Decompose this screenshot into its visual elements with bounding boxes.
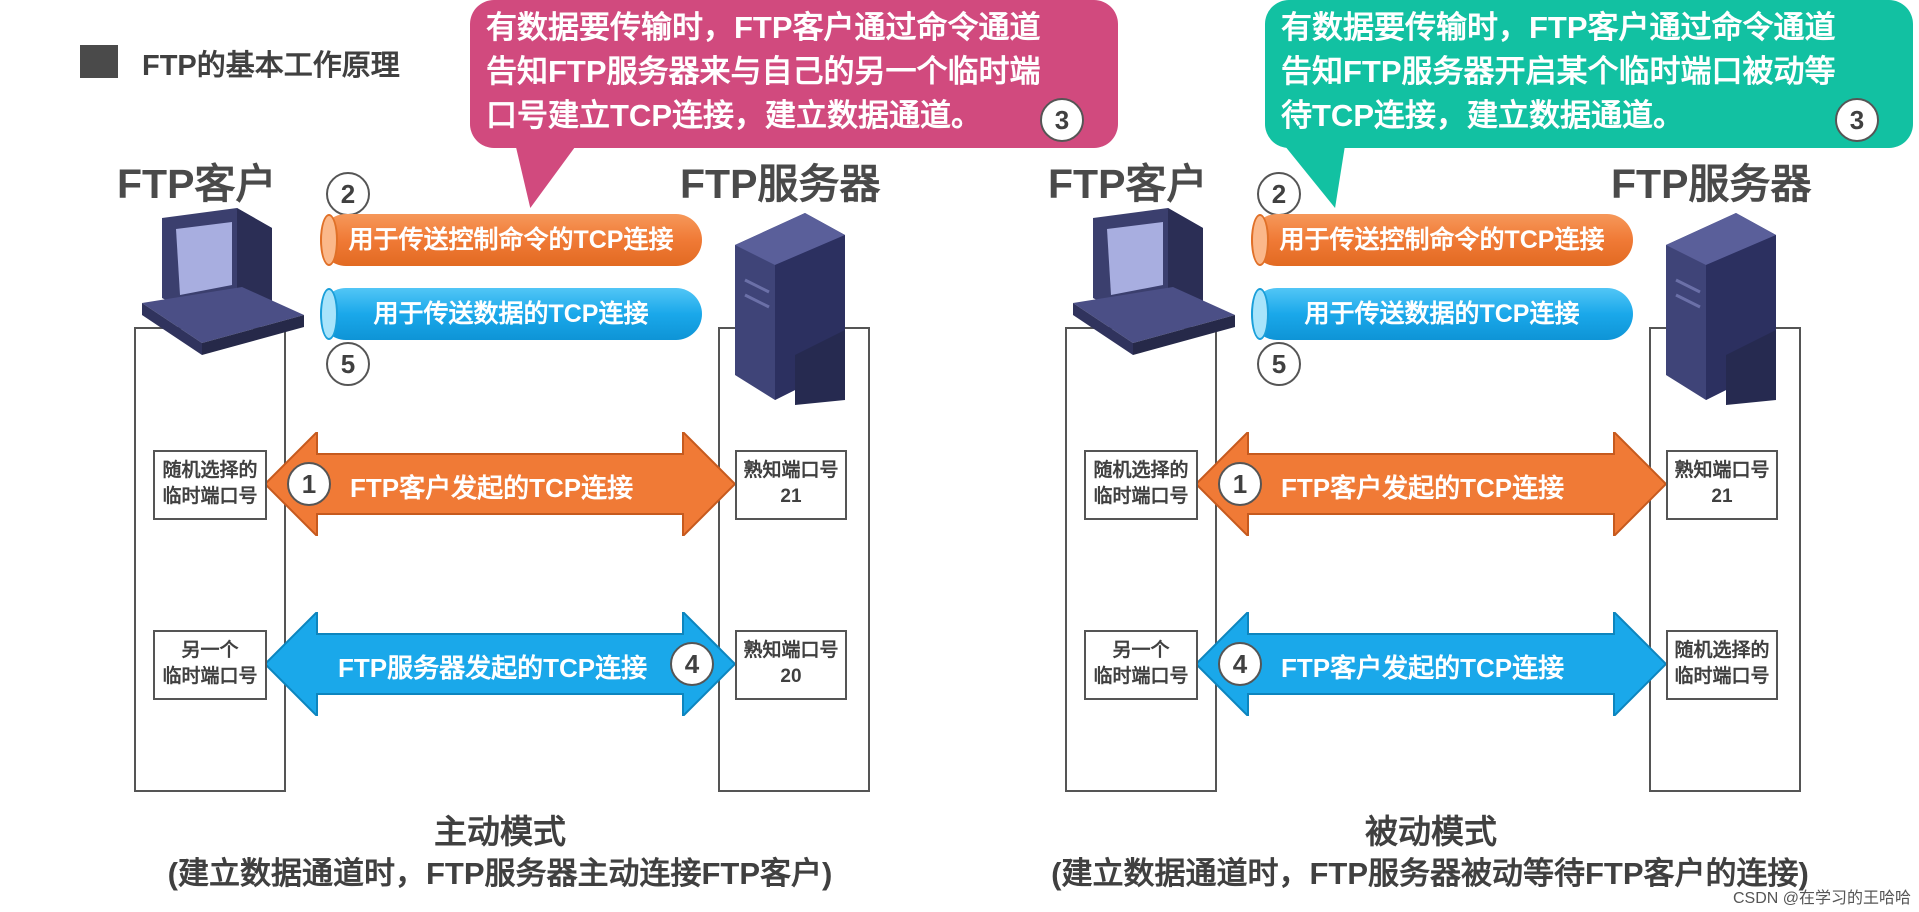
port-line: 临时端口号 [1093, 666, 1189, 687]
port-line: 临时端口号 [1674, 666, 1770, 687]
client-computer-icon [1073, 208, 1235, 355]
active-step-2-badge: 2 [326, 172, 370, 216]
port-line: 21 [1711, 486, 1733, 507]
active-control-connection-label: 用于传送控制命令的TCP连接 [348, 226, 674, 254]
passive-callout-line-1: 有数据要传输时，FTP客户通过命令通道 [1281, 10, 1836, 45]
passive-callout-line-2: 告知FTP服务器开启某个临时端口被动等 [1281, 54, 1836, 89]
passive-server-port-1: 熟知端口号 21 [1666, 450, 1778, 520]
active-conn1-arrow [265, 432, 735, 536]
passive-client-column [1065, 327, 1217, 792]
pipe-end-cap [320, 288, 338, 340]
active-step-3-badge: 3 [1040, 98, 1084, 142]
passive-server-port-2: 随机选择的 临时端口号 [1666, 630, 1778, 700]
passive-server-column [1649, 327, 1801, 792]
passive-callout-line-3: 待TCP连接，建立数据通道。 [1281, 98, 1684, 133]
passive-client-label: FTP客户 [1048, 161, 1208, 207]
page-title: FTP的基本工作原理 [142, 50, 400, 82]
active-step-4-badge: 4 [670, 642, 714, 686]
passive-control-connection: 用于传送控制命令的TCP连接 [1251, 214, 1633, 266]
server-tower-icon [1666, 213, 1776, 405]
port-line: 随机选择的 [162, 460, 258, 481]
active-step-1-badge: 1 [287, 462, 331, 506]
passive-conn2-arrow [1196, 612, 1666, 716]
title-square-icon [80, 45, 118, 78]
active-callout: 有数据要传输时，FTP客户通过命令通道 告知FTP服务器来与自己的另一个临时端 … [470, 0, 1118, 148]
active-mode-description: (建立数据通道时，FTP服务器主动连接FTP客户) [167, 856, 833, 891]
active-server-column [718, 327, 870, 792]
active-conn2-label: FTP服务器发起的TCP连接 [338, 653, 648, 683]
passive-conn1-label: FTP客户发起的TCP连接 [1281, 473, 1565, 503]
pipe-end-cap [1251, 288, 1269, 340]
active-data-connection: 用于传送数据的TCP连接 [320, 288, 702, 340]
active-server-label: FTP服务器 [680, 161, 881, 207]
passive-data-connection: 用于传送数据的TCP连接 [1251, 288, 1633, 340]
active-conn2-arrow [265, 612, 735, 716]
active-server-port-1: 熟知端口号 21 [735, 450, 847, 520]
port-line: 临时端口号 [162, 486, 258, 507]
passive-mode-title: 被动模式 [1365, 813, 1497, 850]
passive-step-2-badge: 2 [1257, 172, 1301, 216]
port-line: 20 [780, 666, 802, 687]
passive-client-port-2: 另一个 临时端口号 [1084, 630, 1198, 700]
passive-step-1-badge: 1 [1218, 462, 1262, 506]
port-line: 随机选择的 [1674, 640, 1770, 661]
port-line: 临时端口号 [162, 666, 258, 687]
passive-step-3-badge: 3 [1835, 98, 1879, 142]
passive-server-label: FTP服务器 [1611, 161, 1812, 207]
watermark: CSDN @在学习的王哈哈 [1732, 890, 1911, 907]
active-client-column [134, 327, 286, 792]
active-client-port-2: 另一个 临时端口号 [153, 630, 267, 700]
active-conn1-label: FTP客户发起的TCP连接 [350, 473, 634, 503]
active-mode-title: 主动模式 [434, 813, 566, 850]
active-callout-tail [500, 146, 576, 208]
port-line: 另一个 [181, 640, 239, 661]
passive-conn1-arrow [1196, 432, 1666, 536]
port-line: 临时端口号 [1093, 486, 1189, 507]
active-callout-line-3: 口号建立TCP连接，建立数据通道。 [486, 98, 982, 133]
port-line: 熟知端口号 [1674, 460, 1770, 481]
port-line: 21 [780, 486, 802, 507]
active-callout-line-2: 告知FTP服务器来与自己的另一个临时端 [486, 54, 1041, 89]
active-callout-line-1: 有数据要传输时，FTP客户通过命令通道 [486, 10, 1041, 45]
active-client-port-1: 随机选择的 临时端口号 [153, 450, 267, 520]
client-computer-icon [142, 208, 304, 355]
port-line: 熟知端口号 [743, 640, 839, 661]
passive-control-connection-label: 用于传送控制命令的TCP连接 [1279, 226, 1605, 254]
active-control-connection: 用于传送控制命令的TCP连接 [320, 214, 702, 266]
server-tower-icon [735, 213, 845, 405]
active-data-connection-label: 用于传送数据的TCP连接 [373, 300, 649, 328]
passive-conn2-label: FTP客户发起的TCP连接 [1281, 653, 1565, 683]
port-line: 熟知端口号 [743, 460, 839, 481]
passive-mode-description: (建立数据通道时，FTP服务器被动等待FTP客户的连接) [1051, 856, 1809, 891]
active-step-5-badge: 5 [326, 342, 370, 386]
port-line: 另一个 [1112, 640, 1170, 661]
pipe-end-cap [1251, 214, 1269, 266]
pipe-end-cap [320, 214, 338, 266]
active-client-label: FTP客户 [117, 161, 277, 207]
passive-client-port-1: 随机选择的 临时端口号 [1084, 450, 1198, 520]
passive-step-4-badge: 4 [1218, 642, 1262, 686]
passive-data-connection-label: 用于传送数据的TCP连接 [1304, 300, 1580, 328]
port-line: 随机选择的 [1093, 460, 1189, 481]
active-server-port-2: 熟知端口号 20 [735, 630, 847, 700]
passive-callout: 有数据要传输时，FTP客户通过命令通道 告知FTP服务器开启某个临时端口被动等 … [1265, 0, 1913, 148]
passive-step-5-badge: 5 [1257, 342, 1301, 386]
